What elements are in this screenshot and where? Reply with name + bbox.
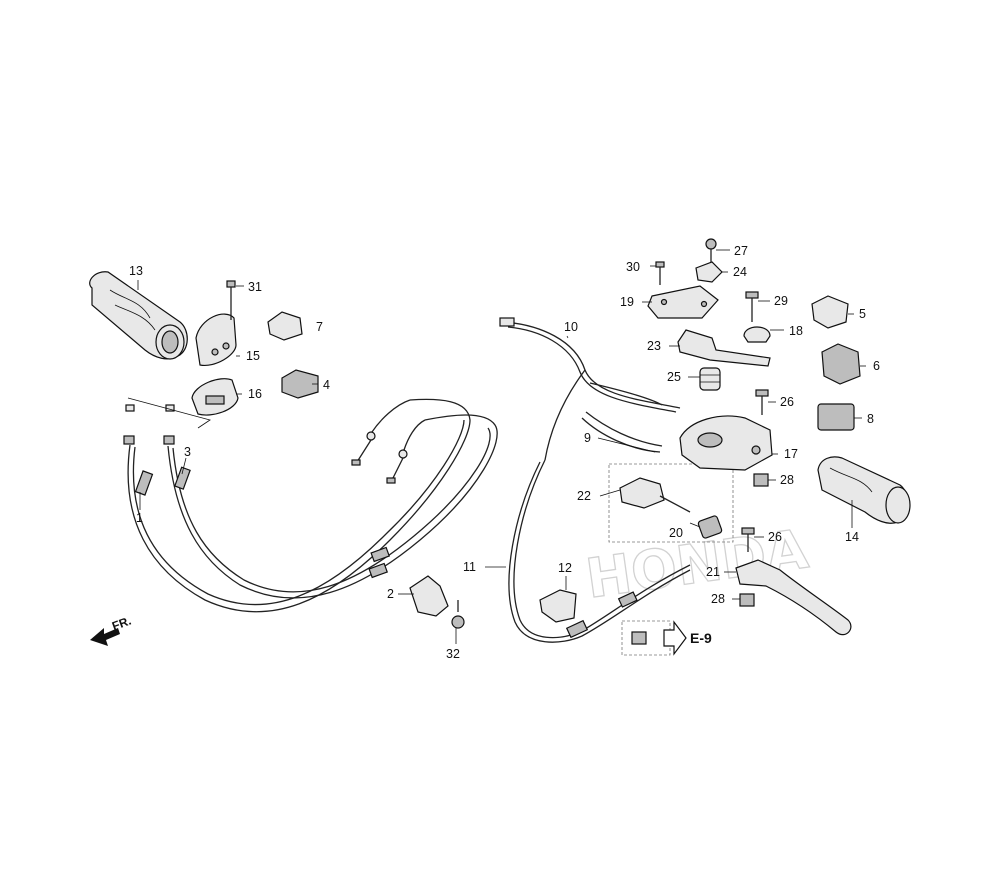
- callout-31: 31: [248, 280, 262, 294]
- callout-28b: 28: [711, 592, 725, 606]
- callout-26a: 26: [780, 395, 794, 409]
- callout-18: 18: [789, 324, 803, 338]
- rubber-20: [697, 515, 723, 539]
- bolt-ref: [631, 631, 647, 645]
- callout-1: 1: [136, 511, 143, 525]
- callout-24: 24: [733, 265, 747, 279]
- bolt-26a: [755, 389, 769, 415]
- callout-11: 11: [463, 560, 476, 574]
- screw-30: [655, 261, 665, 285]
- bolt-32: [451, 600, 465, 629]
- switch-housing-16: [191, 378, 239, 416]
- master-cylinder-17: [679, 415, 773, 471]
- callout-4: 4: [323, 378, 330, 392]
- front-arrow: [90, 628, 120, 646]
- clamp-2: [409, 575, 449, 617]
- cable-adjuster-3: [174, 466, 191, 490]
- clip-18: [743, 326, 771, 343]
- switch-22: [619, 477, 691, 513]
- callout-17: 17: [784, 447, 798, 461]
- callout-21: 21: [706, 565, 720, 579]
- brake-cable-10: [499, 317, 681, 461]
- callout-9: 9: [584, 431, 591, 445]
- cable-tips-left: [123, 397, 211, 445]
- callout-25: 25: [667, 370, 681, 384]
- screw-27: [705, 238, 717, 262]
- callout-6: 6: [873, 359, 880, 373]
- callout-14: 14: [845, 530, 859, 544]
- front-marker-label: FR.: [110, 614, 133, 634]
- cable-ends-upper: [351, 399, 426, 579]
- callout-20: 20: [669, 526, 683, 540]
- callout-3: 3: [184, 445, 191, 459]
- callout-12: 12: [558, 561, 572, 575]
- plate-24: [695, 261, 723, 283]
- spring-25: [699, 367, 721, 391]
- callout-19: 19: [620, 295, 634, 309]
- callout-7: 7: [316, 320, 323, 334]
- reference-label: E-9: [690, 630, 712, 646]
- callout-16: 16: [248, 387, 262, 401]
- callout-10: 10: [564, 320, 578, 334]
- harness-9: [581, 411, 663, 453]
- nut-28a: [753, 473, 769, 487]
- callout-5: 5: [859, 307, 866, 321]
- assembly-box-22: [608, 463, 734, 543]
- leader-lines: [137, 249, 866, 644]
- callout-15: 15: [246, 349, 260, 363]
- brake-cable-11: [508, 459, 691, 643]
- callout-8: 8: [867, 412, 874, 426]
- switch-4: [281, 369, 319, 399]
- switch-8: [817, 403, 855, 431]
- callout-22: 22: [577, 489, 591, 503]
- callout-30: 30: [626, 260, 640, 274]
- callout-23: 23: [647, 339, 661, 353]
- right-grip-14: [817, 456, 911, 524]
- bracket-12: [539, 589, 577, 623]
- callout-27: 27: [734, 244, 748, 258]
- switch-7: [267, 311, 303, 341]
- nut-28b: [739, 593, 755, 607]
- bolt-29: [745, 291, 759, 322]
- callout-2: 2: [387, 587, 394, 601]
- bolt-26b: [741, 527, 755, 552]
- cover-19: [647, 285, 719, 319]
- switch-6: [821, 343, 861, 385]
- callout-28a: 28: [780, 473, 794, 487]
- callout-13: 13: [129, 264, 143, 278]
- bracket-23: [677, 329, 771, 367]
- reference-arrow: [663, 620, 687, 656]
- callout-32: 32: [446, 647, 460, 661]
- switch-5: [811, 295, 849, 329]
- callout-29: 29: [774, 294, 788, 308]
- switch-housing-15: [195, 313, 237, 367]
- screw-31: [226, 280, 236, 320]
- left-grip-13: [89, 271, 188, 360]
- throttle-cable-1: [127, 398, 471, 613]
- cable-adjuster-1: [134, 470, 154, 496]
- callout-26b: 26: [768, 530, 782, 544]
- brake-lever-21: [735, 559, 852, 636]
- throttle-cable-3: [167, 414, 498, 599]
